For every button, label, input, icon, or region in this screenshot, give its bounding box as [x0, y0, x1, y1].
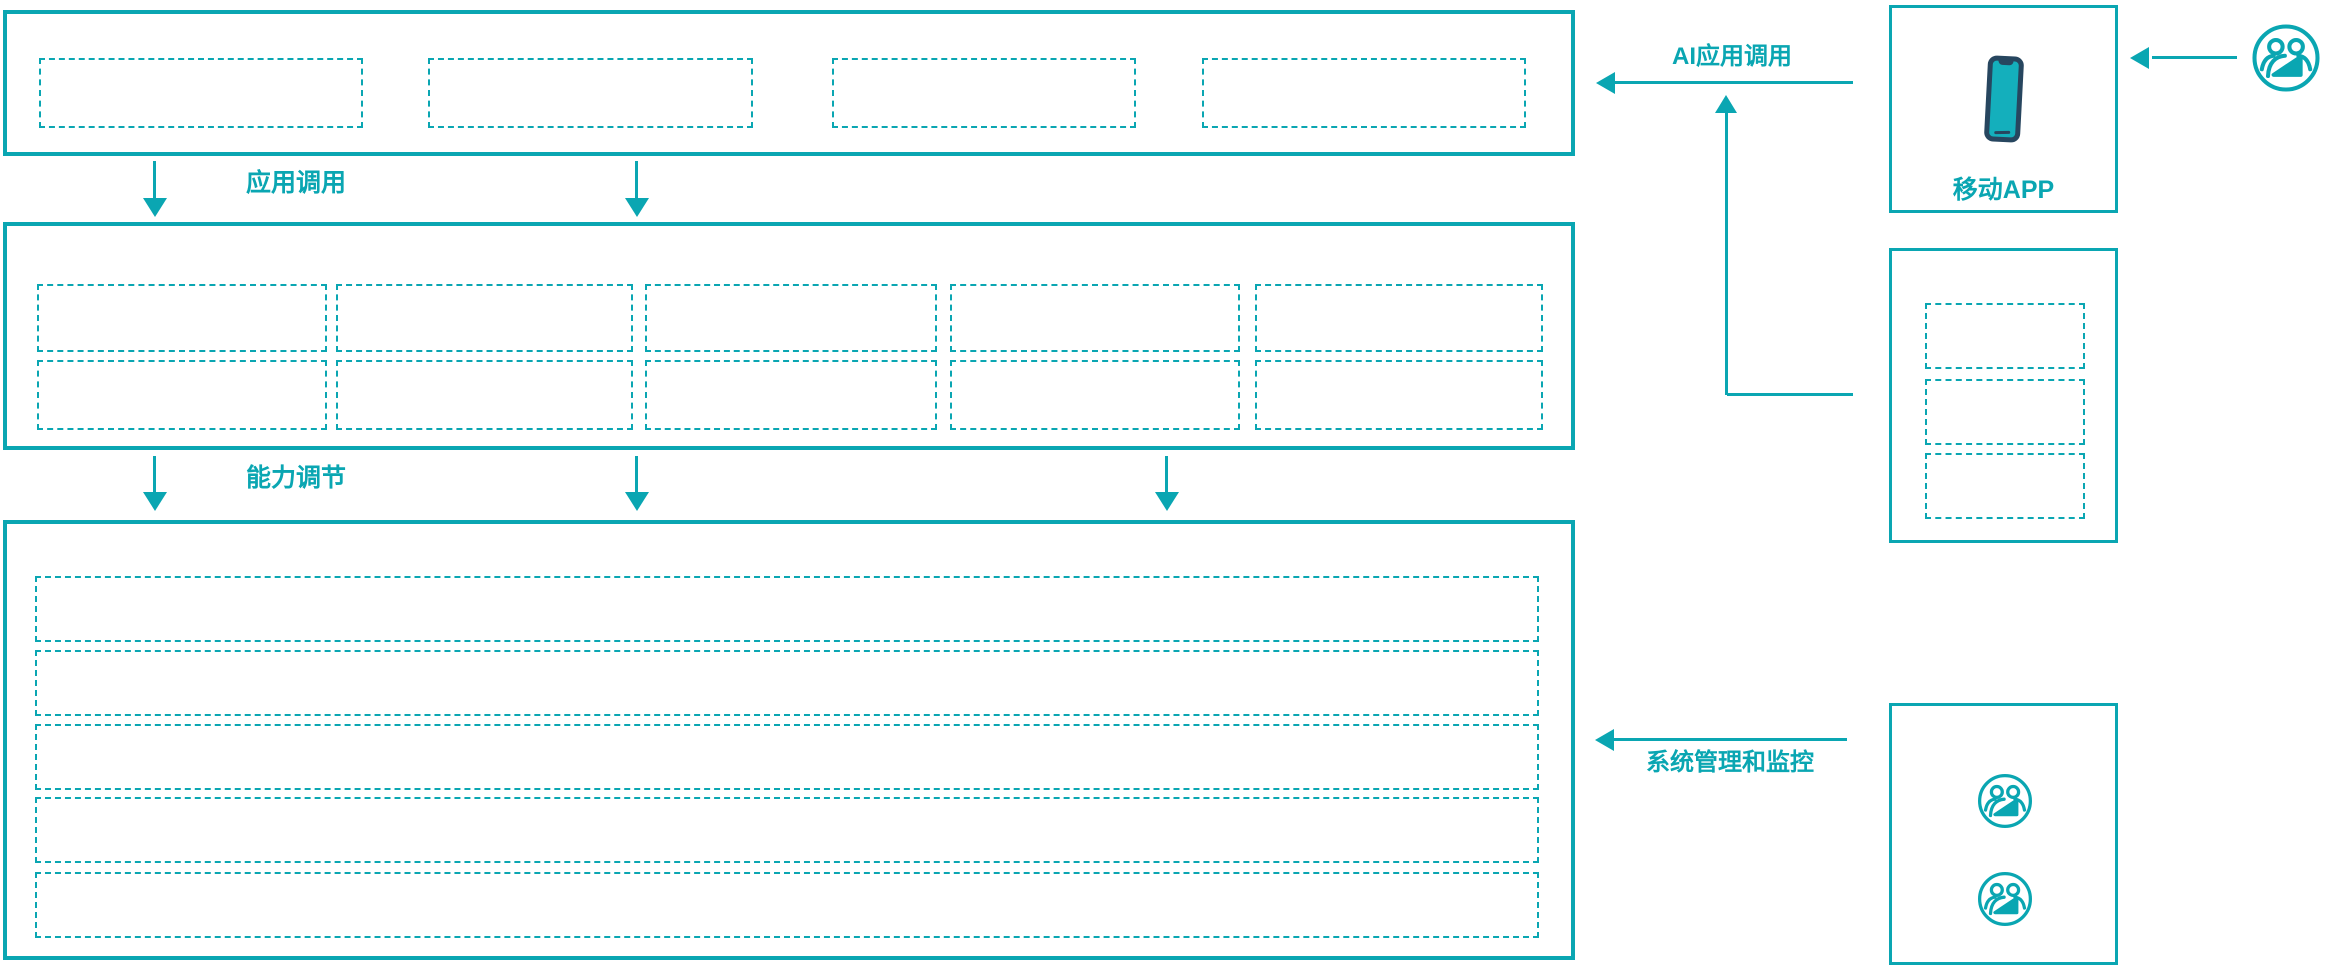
placeholder-box — [1925, 453, 2085, 519]
placeholder-box — [950, 360, 1240, 430]
component-box — [1889, 248, 2118, 543]
placeholder-box — [645, 284, 937, 352]
placeholder-box — [1202, 58, 1526, 128]
placeholder-box — [1255, 360, 1543, 430]
flow-arrowhead — [625, 492, 649, 511]
app-call-label: 应用调用 — [246, 169, 347, 197]
placeholder-box — [950, 284, 1240, 352]
flow-arrowhead — [143, 492, 167, 511]
flow-arrow-app-call-1 — [153, 161, 156, 199]
placeholder-row — [35, 650, 1539, 716]
user-group-icon — [2250, 22, 2322, 94]
placeholder-box — [336, 284, 633, 352]
top-layer-box — [3, 10, 1575, 156]
flow-arrow-capability-2 — [635, 456, 638, 493]
placeholder-box — [37, 360, 327, 430]
middle-layer-box — [3, 222, 1575, 450]
user-arrowhead — [2130, 47, 2149, 69]
placeholder-row — [35, 576, 1539, 642]
ai-app-call-arrow-line — [1615, 81, 1853, 84]
component-elbow-line — [1727, 393, 1853, 396]
monitor-box — [1889, 703, 2118, 965]
system-monitor-label: 系统管理和监控 — [1646, 749, 1814, 776]
user-group-icon — [1976, 772, 2034, 830]
user-arrow-line — [2152, 56, 2237, 59]
placeholder-box — [1925, 379, 2085, 445]
mobile-app-box: 移动APP — [1889, 5, 2118, 213]
bottom-layer-box — [3, 520, 1575, 960]
placeholder-box — [1255, 284, 1543, 352]
phone-notch — [1998, 59, 2014, 66]
placeholder-box — [428, 58, 753, 128]
placeholder-box — [832, 58, 1136, 128]
placeholder-box — [336, 360, 633, 430]
placeholder-row — [35, 872, 1539, 938]
placeholder-row — [35, 797, 1539, 863]
flow-arrow-app-call-2 — [635, 161, 638, 199]
ai-app-call-label: AI应用调用 — [1672, 43, 1792, 70]
ai-app-call-arrowhead — [1596, 72, 1615, 94]
placeholder-row — [35, 724, 1539, 790]
flow-arrowhead — [143, 198, 167, 217]
component-up-arrow-line — [1725, 112, 1728, 395]
user-group-icon — [1976, 870, 2034, 928]
flow-arrowhead — [625, 198, 649, 217]
flow-arrowhead — [1155, 492, 1179, 511]
placeholder-box — [645, 360, 937, 430]
system-monitor-arrow-line — [1613, 738, 1847, 741]
flow-arrow-capability-1 — [153, 456, 156, 493]
capability-adjust-label: 能力调节 — [246, 464, 347, 492]
component-up-arrowhead — [1715, 95, 1737, 113]
phone-homebar — [1994, 130, 2011, 135]
placeholder-box — [1925, 303, 2085, 369]
mobile-phone-icon — [1983, 55, 2025, 143]
placeholder-box — [39, 58, 363, 128]
placeholder-box — [37, 284, 327, 352]
system-monitor-arrowhead — [1595, 729, 1614, 751]
flow-arrow-capability-3 — [1165, 456, 1168, 493]
mobile-app-label: 移动APP — [1952, 176, 2055, 204]
